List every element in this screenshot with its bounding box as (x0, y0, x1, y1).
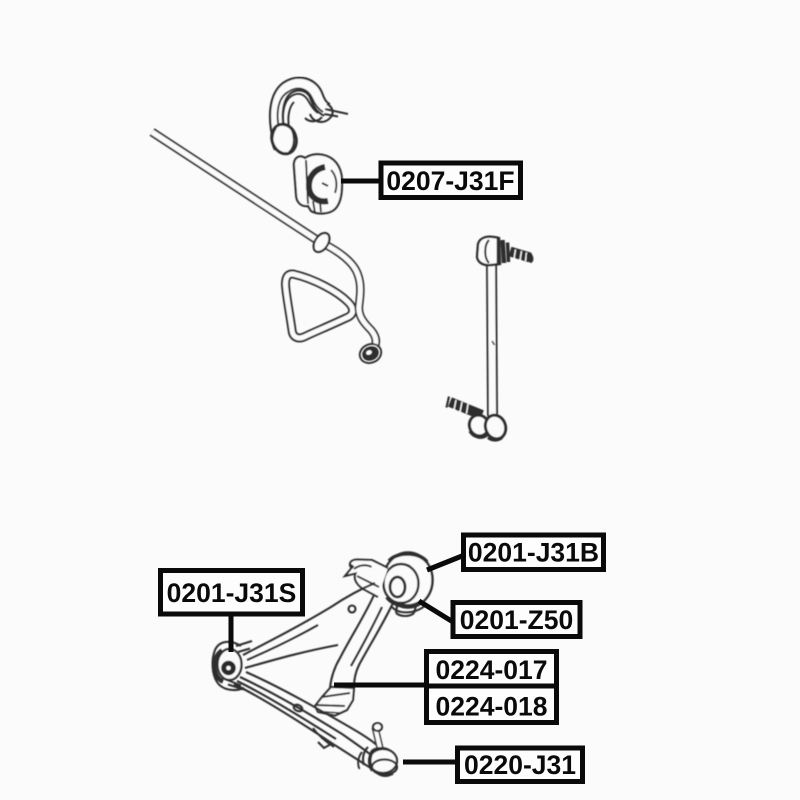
svg-text:0207-J31F: 0207-J31F (386, 166, 514, 196)
svg-text:0220-J31: 0220-J31 (464, 750, 576, 780)
svg-text:0201-J31S: 0201-J31S (167, 578, 297, 608)
svg-text:0224-017: 0224-017 (436, 655, 548, 685)
svg-text:0224-018: 0224-018 (436, 692, 548, 722)
svg-text:0201-Z50: 0201-Z50 (460, 605, 573, 635)
svg-text:0201-J31B: 0201-J31B (468, 538, 599, 568)
